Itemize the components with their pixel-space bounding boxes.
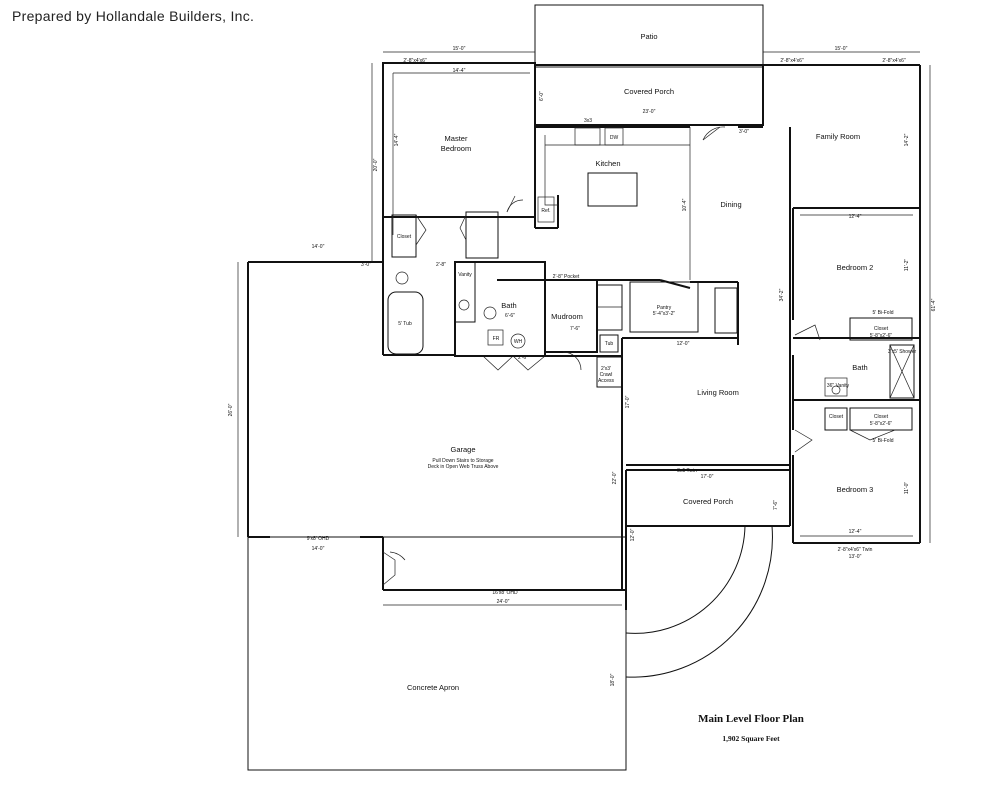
garage-door-small-label: 9'x8' OHD <box>307 536 330 542</box>
prepared-by-header: Prepared by Hollandale Builders, Inc. <box>12 8 255 24</box>
dim-mudroom-width: 7'-6" <box>570 326 580 332</box>
closet-dining <box>714 287 738 334</box>
dim-family-window-2: 2'-8"x4'x6" <box>882 58 905 64</box>
bedroom3-label: Bedroom 3 <box>837 485 874 494</box>
walkway-arc-inner <box>625 525 746 634</box>
dim-garage-top: 14'-0" <box>312 244 325 250</box>
bedroom2-label: Bedroom 2 <box>837 263 874 272</box>
dim-small-door: 3'-0" <box>361 262 371 268</box>
master-closet-left <box>391 214 417 258</box>
garage-note-2: Deck in Open Web Truss Above <box>428 464 499 470</box>
dim-master-window: 2'-8"x4'x6" <box>403 58 426 64</box>
dim-master-side: 20'-0" <box>373 158 379 171</box>
dim-window-3x3: 3x3 <box>584 118 592 124</box>
crawl-access-1: 2'x3' <box>601 366 611 372</box>
dim-family-window-1: 2'-8"x4'x6" <box>780 58 803 64</box>
garage-note-1: Pull Down Stairs to Storage <box>432 458 493 464</box>
master-bedroom-label-2: Bedroom <box>441 144 471 153</box>
small-closet <box>824 407 848 431</box>
kitchen-island <box>587 172 638 207</box>
dim-bifold-bed3: 5' Bi-Fold <box>873 438 894 444</box>
washer-dryer <box>596 284 623 331</box>
dim-pocket-door: 2'-8" Pocket <box>553 274 580 280</box>
water-heater-label: WH <box>514 339 523 345</box>
dim-master-side-inner: 14'-4" <box>394 133 400 146</box>
bedroom3-closet-label: Closet <box>874 414 889 420</box>
dim-living-side: 17'-0" <box>625 395 631 408</box>
dim-living-bottom: 17'-0" <box>701 474 714 480</box>
master-closet-label: Closet <box>397 234 412 240</box>
dim-bed2-side: 11'-2" <box>904 259 910 272</box>
master-bedroom-label-1: Master <box>445 134 468 143</box>
bedroom3-closet <box>849 407 913 431</box>
bedroom2-closet-label: Closet <box>874 326 889 332</box>
mudroom-label: Mudroom <box>551 312 583 321</box>
patio-label: Patio <box>640 32 657 41</box>
dim-porch-depth: 6'-0" <box>539 91 545 101</box>
crawl-access-3: Access <box>598 378 615 384</box>
small-closet-label: Closet <box>829 414 844 420</box>
dim-garage-bottom: 24'-0" <box>497 599 510 605</box>
living-room-label: Living Room <box>697 388 739 397</box>
dim-right-side: 61'-4" <box>931 298 937 311</box>
dim-dining-side: 34'-2" <box>779 288 785 301</box>
master-closet-right <box>465 211 499 259</box>
dim-bed2-top: 12'-4" <box>849 214 862 220</box>
shower-label: 3'x5' Shower <box>888 349 917 355</box>
tub-label: 5' Tub <box>398 321 412 327</box>
covered-porch-top-label: Covered Porch <box>624 87 674 96</box>
refrigerator-label: Ref. <box>541 208 550 214</box>
dim-bed3-total: 13'-0" <box>849 554 862 560</box>
plan-area: 1,902 Square Feet <box>722 734 780 743</box>
crawl-access-2: Crawl <box>600 372 613 378</box>
dim-kitchen-side: 10'-4" <box>682 198 688 211</box>
dim-door-family: 3'-0" <box>739 129 749 135</box>
dim-porch-front-side: 7'-6" <box>773 500 779 510</box>
dishwasher-label: DW <box>610 135 619 141</box>
vanity-right-label: 36" Vanity <box>827 383 850 389</box>
right-bath-label: Bath <box>852 363 867 372</box>
family-room-label: Family Room <box>816 132 860 141</box>
main-bath-label: Bath <box>501 301 516 310</box>
concrete-apron-label: Concrete Apron <box>407 683 459 692</box>
bedroom2-closet <box>849 317 913 341</box>
dim-porch-width: 23'-0" <box>643 109 656 115</box>
shower-stall <box>889 344 915 399</box>
dim-bath-width: 6'-6" <box>505 313 515 319</box>
garage-door-large-label: 16'x8' OHD <box>492 590 518 596</box>
plan-title: Main Level Floor Plan <box>698 713 804 725</box>
dim-living-top: 12'-0" <box>677 341 690 347</box>
dim-master-inner: 14'-4" <box>453 68 466 74</box>
bedroom3-closet-size: 5'-8"x2'-6" <box>870 421 893 427</box>
dining-label: Dining <box>720 200 741 209</box>
garage-label: Garage <box>450 445 475 454</box>
dim-door-master: 2'-8" <box>436 262 446 268</box>
kitchen-label: Kitchen <box>595 159 620 168</box>
dim-garage-side: 26'-0" <box>228 403 234 416</box>
dim-family-side: 14'-2" <box>904 133 910 146</box>
dim-garage-bottom-left: 14'-0" <box>312 546 325 552</box>
dim-garage-right-1: 22'-0" <box>612 471 618 484</box>
pantry-box <box>629 281 699 333</box>
dim-bed3-side: 11'-0" <box>904 482 910 495</box>
dim-bifold-bed2: 5' Bi-Fold <box>873 310 894 316</box>
dim-bed3-bottom: 12'-4" <box>849 529 862 535</box>
dim-door-mechanical: 2'-6" <box>518 355 528 361</box>
pantry-label: Pantry <box>657 305 672 311</box>
furnace-label: FR <box>493 336 500 342</box>
covered-porch-front-label: Covered Porch <box>683 497 733 506</box>
bedroom2-closet-size: 5'-8"x2'-6" <box>870 333 893 339</box>
laundry-tub-label: Tub <box>605 341 614 347</box>
dim-family-top: 15'-0" <box>835 46 848 52</box>
dim-apron-side: 18'-0" <box>610 673 616 686</box>
walkway-arc-outer <box>625 525 773 678</box>
dim-garage-right-2: 12'-0" <box>630 528 636 541</box>
dim-bed3-window: 2'-8"x4'x6" Twin <box>838 547 873 553</box>
dim-master-top: 15'-0" <box>453 46 466 52</box>
dim-living-window: 3x5 Twin <box>677 468 697 474</box>
concrete-apron-outline <box>247 536 627 771</box>
pantry-size: 5'-4"x3'-2" <box>653 311 676 317</box>
vanity-label: Vanity <box>458 272 472 278</box>
